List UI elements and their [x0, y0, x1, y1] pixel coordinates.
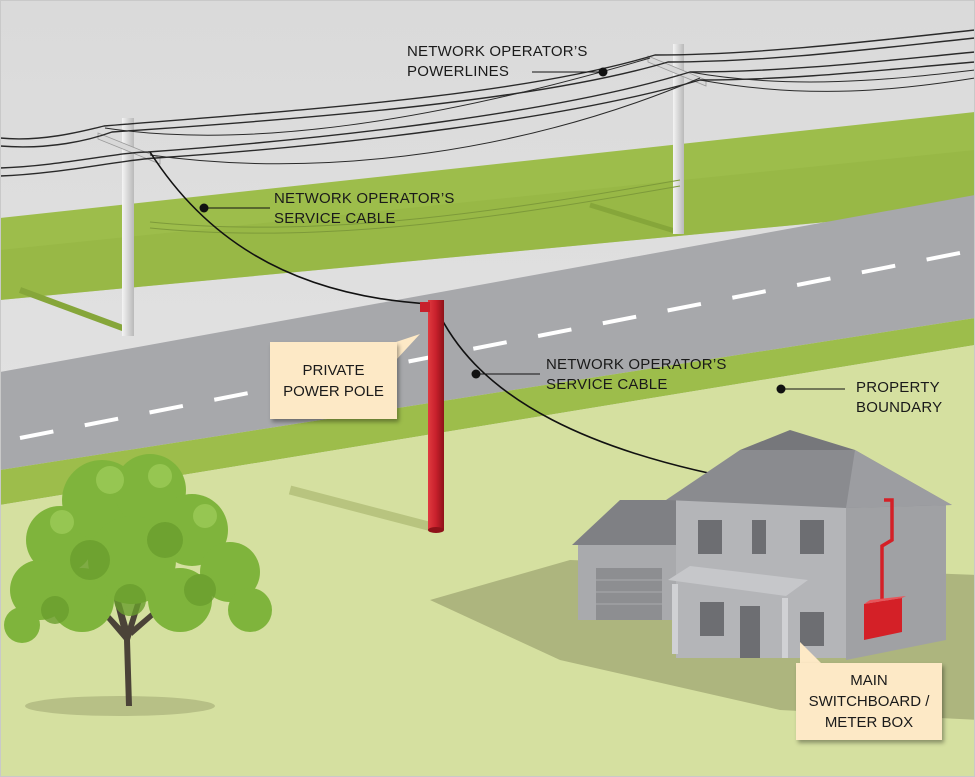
powerlines-label: NETWORK OPERATOR’S POWERLINES [407, 42, 588, 82]
distant-wires [149, 179, 681, 234]
switchboard-callout-line-2: SWITCHBOARD / [808, 693, 930, 710]
service-cable-bottom-line-2: SERVICE CABLE [546, 376, 668, 393]
private-pole-callout-line-1: PRIVATE [302, 361, 365, 379]
service-cable-bottom-line-1: NETWORK OPERATOR’S [546, 356, 727, 373]
powerlines-marker [598, 67, 608, 77]
service-cable-top-line-2: SERVICE CABLE [274, 210, 396, 227]
service-cable-bottom-label: NETWORK OPERATOR’S SERVICE CABLE [546, 355, 727, 395]
property-boundary-label: PROPERTY BOUNDARY [856, 378, 942, 418]
road-centre-line [19, 248, 975, 440]
road [0, 195, 975, 470]
street-pole-left [97, 118, 161, 336]
property-boundary-line-2: BOUNDARY [856, 399, 943, 416]
service-cable-top-label: NETWORK OPERATOR’S SERVICE CABLE [274, 189, 455, 229]
house-icon [572, 430, 952, 660]
tree-icon [4, 454, 272, 716]
far-grass-shade [0, 150, 975, 300]
private-pole-callout: PRIVATE POWER POLE [270, 342, 397, 419]
label-leaders [199, 67, 845, 394]
switchboard-callout: MAIN SWITCHBOARD / METER BOX [796, 663, 942, 740]
private-pole-callout-pointer [396, 334, 420, 360]
pole-shadow-left [18, 287, 130, 333]
property-boundary-line-1: PROPERTY [856, 379, 940, 396]
switchboard-callout-line-1: MAIN [850, 672, 888, 689]
service-cable-street-to-private-pole [149, 151, 431, 305]
switchboard-callout-pointer [800, 642, 822, 664]
overhead-powerlines [0, 29, 975, 177]
powerlines-label-line-1: NETWORK OPERATOR’S [407, 43, 588, 60]
switchboard-callout-line-3: METER BOX [824, 714, 914, 731]
service-cable-bottom-marker [471, 369, 481, 379]
powerlines-label-line-2: POWERLINES [407, 63, 510, 80]
property-boundary-marker [776, 384, 786, 394]
pole-shadow-right [589, 202, 679, 235]
private-pole-shadow [288, 485, 438, 533]
service-cable-top-line-1: NETWORK OPERATOR’S [274, 190, 455, 207]
private-pole-callout-line-2: POWER POLE [283, 382, 384, 400]
service-cable-top-marker [199, 203, 209, 213]
near-verge [0, 318, 975, 505]
meter-box [864, 498, 906, 640]
private-power-pole [420, 300, 444, 533]
